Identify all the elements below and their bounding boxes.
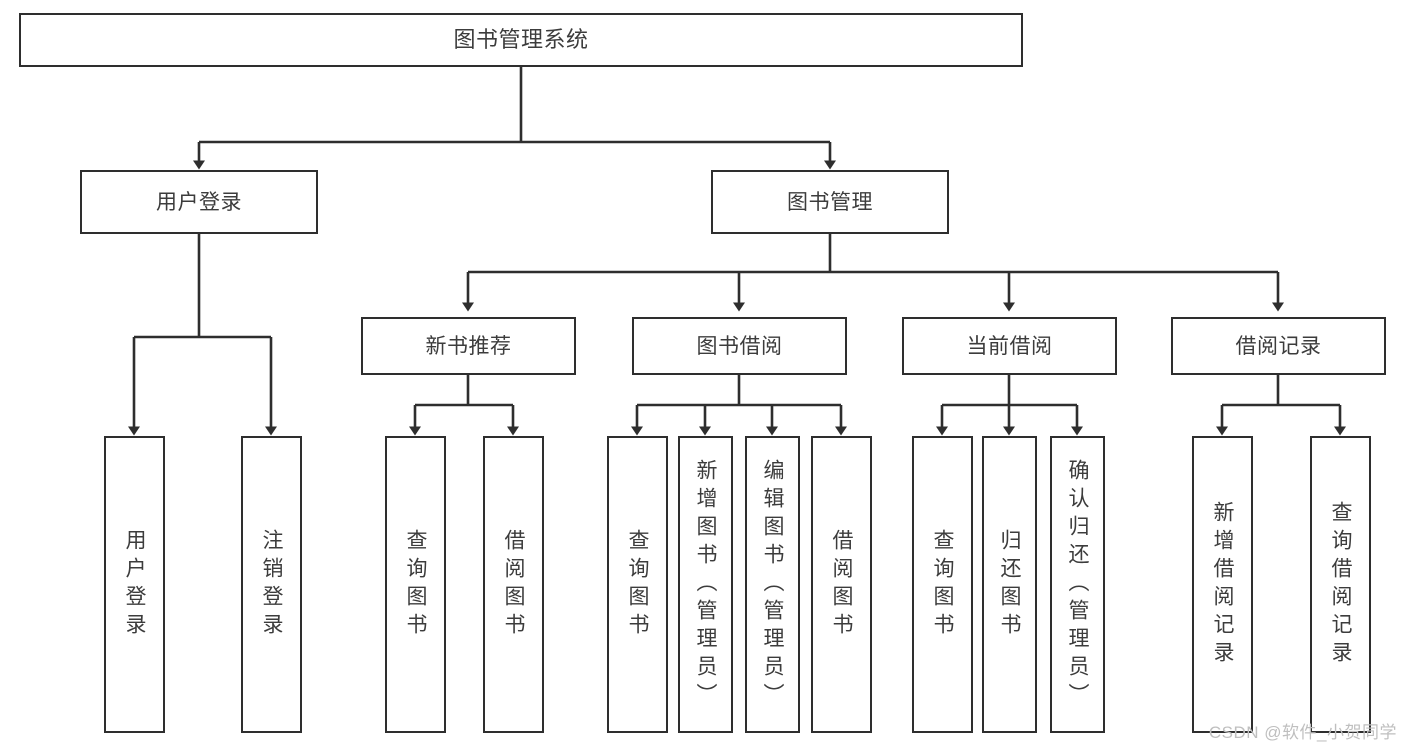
node-label: 注销登录 bbox=[260, 528, 283, 641]
node-new-book-recommend[interactable]: 新书推荐 bbox=[361, 317, 576, 375]
node-label: 借阅图书 bbox=[830, 528, 853, 641]
node-label: 借阅图书 bbox=[502, 528, 525, 641]
node-label: 当前借阅 bbox=[966, 334, 1053, 358]
node-borrow-record[interactable]: 借阅记录 bbox=[1171, 317, 1386, 375]
node-label: 用户登录 bbox=[123, 528, 146, 641]
node-label: 确认归还（管理员） bbox=[1066, 458, 1089, 711]
node-label: 图书管理 bbox=[787, 190, 873, 214]
leaf-return-book[interactable]: 归还图书 bbox=[982, 436, 1037, 733]
leaf-logout[interactable]: 注销登录 bbox=[241, 436, 302, 733]
leaf-add-book-admin[interactable]: 新增图书（管理员） bbox=[678, 436, 733, 733]
node-book-management[interactable]: 图书管理 bbox=[711, 170, 949, 234]
leaf-query-borrow-record[interactable]: 查询借阅记录 bbox=[1310, 436, 1371, 733]
node-label: 借阅记录 bbox=[1235, 334, 1322, 358]
node-label: 归还图书 bbox=[998, 528, 1021, 641]
node-label: 查询借阅记录 bbox=[1329, 500, 1352, 669]
node-user-login[interactable]: 用户登录 bbox=[80, 170, 318, 234]
node-label: 查询图书 bbox=[404, 528, 427, 641]
node-label: 新书推荐 bbox=[425, 334, 512, 358]
csdn-watermark: CSDN @软件_小贺同学 bbox=[1208, 723, 1397, 742]
node-label: 查询图书 bbox=[931, 528, 954, 641]
node-label: 新增借阅记录 bbox=[1211, 500, 1234, 669]
node-label: 用户登录 bbox=[156, 190, 242, 214]
leaf-borrow-book-recommend[interactable]: 借阅图书 bbox=[483, 436, 544, 733]
node-current-borrow[interactable]: 当前借阅 bbox=[902, 317, 1117, 375]
leaf-borrow-book[interactable]: 借阅图书 bbox=[811, 436, 872, 733]
leaf-query-book-current[interactable]: 查询图书 bbox=[912, 436, 973, 733]
node-root-system[interactable]: 图书管理系统 bbox=[19, 13, 1023, 67]
node-label: 查询图书 bbox=[626, 528, 649, 641]
node-label: 编辑图书（管理员） bbox=[761, 458, 784, 711]
leaf-user-login[interactable]: 用户登录 bbox=[104, 436, 165, 733]
leaf-query-book-borrow[interactable]: 查询图书 bbox=[607, 436, 668, 733]
leaf-query-book-recommend[interactable]: 查询图书 bbox=[385, 436, 446, 733]
leaf-edit-book-admin[interactable]: 编辑图书（管理员） bbox=[745, 436, 800, 733]
node-label: 图书管理系统 bbox=[453, 27, 589, 52]
leaf-confirm-return-admin[interactable]: 确认归还（管理员） bbox=[1050, 436, 1105, 733]
node-label: 新增图书（管理员） bbox=[694, 458, 717, 711]
leaf-add-borrow-record[interactable]: 新增借阅记录 bbox=[1192, 436, 1253, 733]
node-book-borrow[interactable]: 图书借阅 bbox=[632, 317, 847, 375]
node-label: 图书借阅 bbox=[696, 334, 783, 358]
